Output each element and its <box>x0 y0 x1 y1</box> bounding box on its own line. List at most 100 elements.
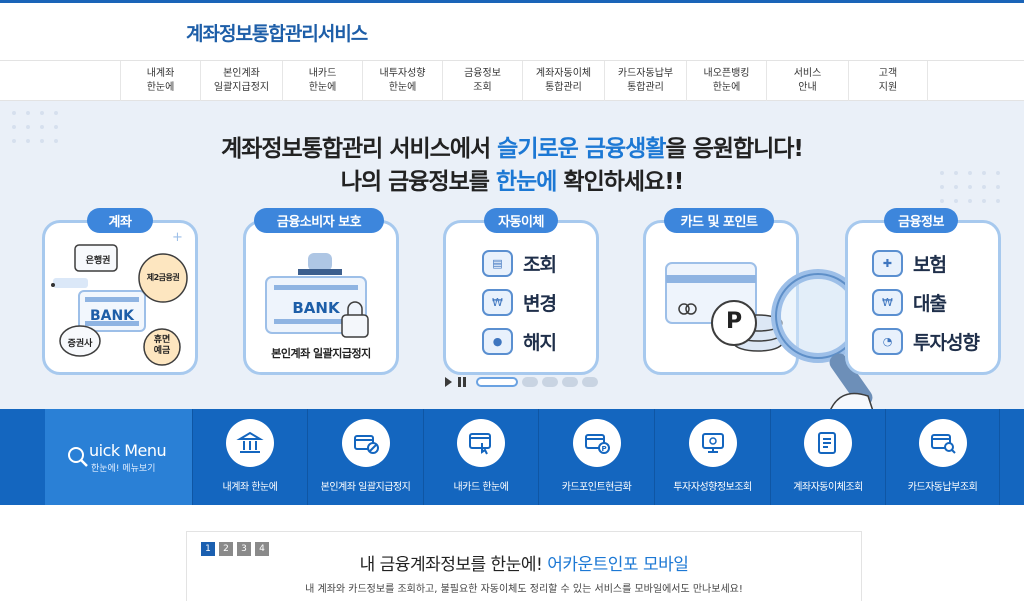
site-header: 계좌정보통합관리서비스 <box>0 3 1024 60</box>
shield-icon: ✚ <box>872 250 903 277</box>
dot-pattern-left <box>12 111 72 171</box>
notice-title-highlight: 어카운트인포 모바일 <box>547 555 689 575</box>
notice-title[interactable]: 내 금융계좌정보를 한눈에! 어카운트인포 모바일 <box>187 550 861 575</box>
bubble-bank: 은행권 <box>85 256 111 266</box>
card-point-illustration <box>665 262 783 352</box>
quick-menu-title: Quick Menu <box>89 441 167 460</box>
card-fininfo[interactable]: ✚ 보험 ₩ 대출 ◔ 투자성향 <box>845 220 1001 375</box>
dot-pattern-right <box>940 171 1010 231</box>
fininfo-row-investment[interactable]: ◔ 투자성향 <box>872 328 980 355</box>
card-point-icon: P <box>573 419 621 467</box>
change-icon: ₩ <box>482 289 513 316</box>
hero-line1-pre: 계좌정보통합관리 서비스에서 <box>221 136 498 162</box>
autopay-row-change[interactable]: ₩ 변경 <box>482 289 557 316</box>
nav-investment[interactable]: 내투자성향 한눈에 <box>362 61 442 101</box>
loan-icon: ₩ <box>872 289 903 316</box>
card-protect-tag: 금융소비자 보호 <box>254 208 384 233</box>
bank-building-icon <box>226 419 274 467</box>
hero-line2-highlight: 한눈에 <box>495 169 557 195</box>
quick-menu-title-text: uick Menu <box>89 441 167 460</box>
card-consumer-protect[interactable]: BANK 본인계좌 일괄지급정지 <box>243 220 399 375</box>
account-bank-label: BANK <box>89 308 135 324</box>
slide-indicator-3[interactable] <box>542 377 558 387</box>
search-icon <box>68 447 88 467</box>
nav-customer-support[interactable]: 고객 지원 <box>848 61 928 101</box>
quick-card-point-cash-label: 카드포인트현금화 <box>561 482 632 493</box>
quick-menu-title-box[interactable]: Quick Menu 한눈에! 메뉴보기 <box>45 409 192 505</box>
top-accent-bar <box>0 0 1024 3</box>
nav-my-cards[interactable]: 내카드 한눈에 <box>282 61 362 101</box>
play-icon[interactable] <box>445 377 452 387</box>
site-logo[interactable]: 계좌정보통합관리서비스 <box>186 23 368 45</box>
nav-auto-transfer[interactable]: 계좌자동이체 통합관리 <box>522 61 604 101</box>
notice-page-1[interactable]: 1 <box>201 542 215 556</box>
slide-indicator-2[interactable] <box>522 377 538 387</box>
main-navigation: 내계좌 한눈에 본인계좌 일괄지급정지 내카드 한눈에 내투자성향 한눈에 금융… <box>0 60 1024 101</box>
nav-my-accounts[interactable]: 내계좌 한눈에 <box>120 61 200 101</box>
nav-fin-info[interactable]: 금융정보 조회 <box>442 61 522 101</box>
quick-investor-profile[interactable]: 투자자성향정보조회 <box>654 409 770 505</box>
notice-page-3[interactable]: 3 <box>237 542 251 556</box>
nav-service-guide[interactable]: 서비스 안내 <box>766 61 848 101</box>
hero-banner: 계좌정보통합관리 서비스에서 슬기로운 금융생활을 응원합니다! 나의 금융정보… <box>0 101 1024 409</box>
card-card-point[interactable]: P <box>643 220 799 375</box>
fininfo-row-insurance[interactable]: ✚ 보험 <box>872 250 947 277</box>
bubble-securities: 증권사 <box>67 339 93 349</box>
autopay-cancel-label: 해지 <box>523 332 557 354</box>
notice-description: 내 계좌와 카드정보를 조회하고, 불필요한 자동이체도 정리할 수 있는 서비… <box>305 584 743 595</box>
slide-indicator-1[interactable] <box>476 377 518 387</box>
nav-account-stop[interactable]: 본인계좌 일괄지급정지 <box>200 61 282 101</box>
card-touch-icon <box>457 419 505 467</box>
quick-my-cards[interactable]: 내카드 한눈에 <box>423 409 538 505</box>
point-symbol: P <box>725 309 743 334</box>
quick-account-stop[interactable]: 본인계좌 일괄지급정지 <box>307 409 423 505</box>
nav-card-autopay[interactable]: 카드자동납부 통합관리 <box>604 61 686 101</box>
inquiry-icon: ▤ <box>482 250 513 277</box>
hero-headline-2: 나의 금융정보를 한눈에 확인하세요!! <box>0 162 1024 196</box>
slider-controls <box>445 377 598 387</box>
autopay-row-inquiry[interactable]: ▤ 조회 <box>482 250 557 277</box>
notice-page-2[interactable]: 2 <box>219 542 233 556</box>
slide-indicator-4[interactable] <box>562 377 578 387</box>
hero-line1-post: 을 응원합니다! <box>665 136 803 162</box>
hero-line1-highlight: 슬기로운 금융생활 <box>497 136 666 162</box>
hero-line2-pre: 나의 금융정보를 <box>340 169 496 195</box>
notice-pager: 1 2 3 4 <box>201 542 269 556</box>
bank-lock-illustration <box>265 253 369 338</box>
fininfo-investment-label: 투자성향 <box>913 332 980 354</box>
quick-menu-bar: Quick Menu 한눈에! 메뉴보기 내계좌 한눈에 본인계좌 일괄지급정지… <box>0 409 1024 505</box>
autopay-row-cancel[interactable]: ● 해지 <box>482 328 557 355</box>
account-illustration: + <box>51 230 188 366</box>
quick-card-autopay-label: 카드자동납부조회 <box>907 482 978 493</box>
bubble-dormant: 휴면 예금 <box>153 335 171 356</box>
quick-auto-transfer[interactable]: 계좌자동이체조회 <box>770 409 885 505</box>
slide-indicator-5[interactable] <box>582 377 598 387</box>
notice-title-pre: 내 금융계좌정보를 한눈에! <box>359 555 548 575</box>
protect-bank-label: BANK <box>292 299 340 317</box>
fininfo-insurance-label: 보험 <box>913 254 947 276</box>
fininfo-loan-label: 대출 <box>913 293 947 315</box>
card-autopay-tag: 자동이체 <box>484 208 558 233</box>
quick-investor-profile-label: 투자자성향정보조회 <box>673 482 752 493</box>
card-account[interactable]: + 은행권 제2금융권 BANK 증권사 휴면 예금 <box>42 220 198 375</box>
card-autopay[interactable]: ▤ 조회 ₩ 변경 ● 해지 <box>443 220 599 375</box>
notice-page-4[interactable]: 4 <box>255 542 269 556</box>
nav-open-banking[interactable]: 내오픈뱅킹 한눈에 <box>686 61 766 101</box>
fininfo-row-loan[interactable]: ₩ 대출 <box>872 289 947 316</box>
notice-section: 1 2 3 4 내 금융계좌정보를 한눈에! 어카운트인포 모바일 내 계좌와 … <box>0 505 1024 601</box>
quick-my-cards-label: 내카드 한눈에 <box>453 482 509 493</box>
quick-card-point-cash[interactable]: P 카드포인트현금화 <box>538 409 654 505</box>
card-search-icon <box>919 419 967 467</box>
quick-auto-transfer-label: 계좌자동이체조회 <box>793 482 863 493</box>
card-account-tag: 계좌 <box>87 208 153 233</box>
quick-my-accounts[interactable]: 내계좌 한눈에 <box>192 409 307 505</box>
bubble-second-tier: 제2금융권 <box>146 273 180 282</box>
quick-account-stop-label: 본인계좌 일괄지급정지 <box>320 482 411 493</box>
svg-text:P: P <box>602 445 607 453</box>
pause-icon[interactable] <box>458 377 466 387</box>
notice-box: 1 2 3 4 내 금융계좌정보를 한눈에! 어카운트인포 모바일 내 계좌와 … <box>186 531 862 601</box>
hero-line2-post: 확인하세요!! <box>556 169 684 195</box>
svg-text:+: + <box>172 230 183 245</box>
quick-card-autopay[interactable]: 카드자동납부조회 <box>885 409 1000 505</box>
document-list-icon <box>804 419 852 467</box>
